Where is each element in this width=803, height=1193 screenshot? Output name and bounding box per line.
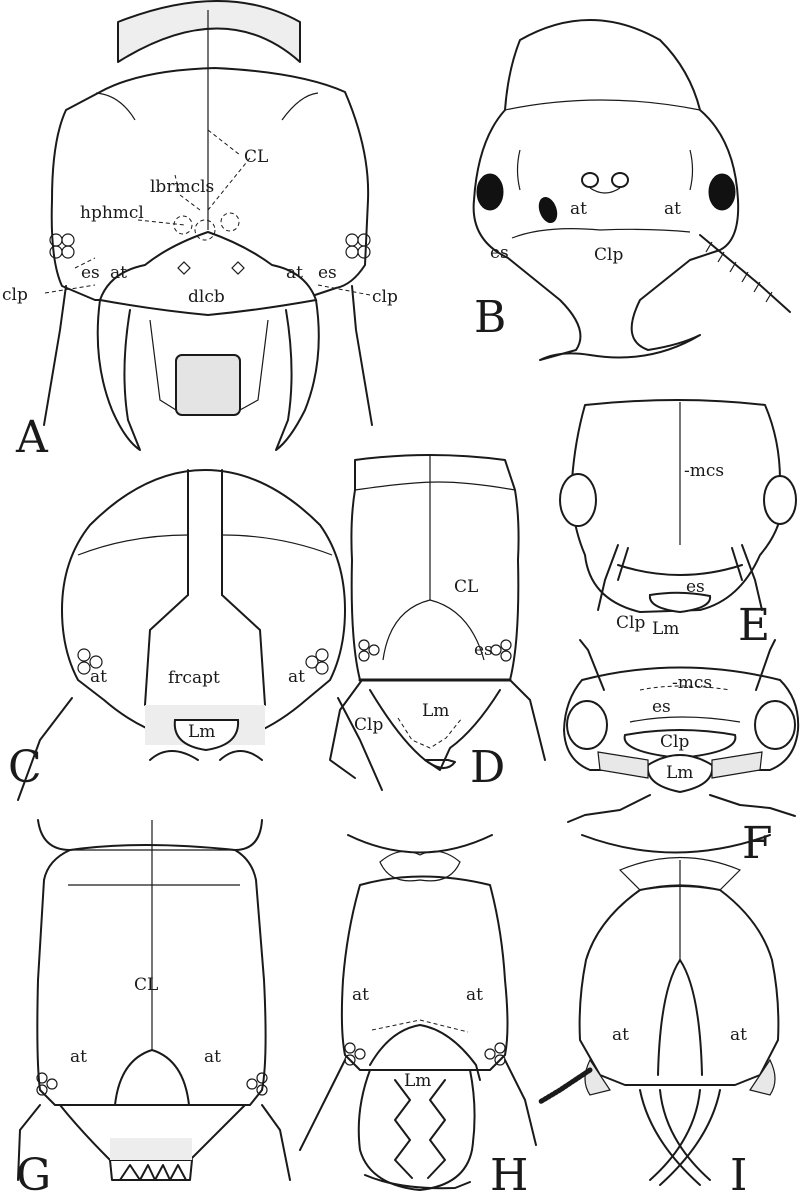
panel-c-label-frcapt: frcapt (168, 668, 220, 688)
panel-e-eye-left (560, 474, 596, 526)
panel-f-label-mcs: -mcs (672, 673, 712, 693)
panel-h-letter: H (490, 1150, 528, 1193)
panel-c-label-lm: Lm (188, 722, 215, 742)
panel-a-collar (118, 1, 300, 62)
panel-f-label-es: es (652, 697, 671, 717)
panel-f-antenna-left (580, 640, 604, 690)
panel-e-head-capsule (572, 400, 783, 612)
panel-c: at frcapt at Lm C (8, 470, 382, 800)
panel-a-letter: A (15, 412, 49, 463)
panel-h-antenna-left (300, 1060, 345, 1150)
panel-a-label-lbrmcls: lbrmcls (150, 177, 214, 197)
panel-a-mandible-left (98, 300, 140, 450)
panel-c-antenna-right (338, 698, 382, 790)
panel-b-head-capsule (474, 20, 739, 360)
panel-a-mandible-right (276, 300, 319, 450)
panel-e: -mcs es Clp Lm E (560, 400, 796, 651)
panel-g-label-cl: CL (134, 975, 158, 995)
panel-h-head-capsule (342, 877, 508, 1071)
panel-g-label-at-right: at (204, 1047, 221, 1067)
panel-d-eye-right (491, 640, 511, 661)
panel-h-label-lm: Lm (404, 1071, 431, 1091)
panel-c-label-at-left: at (90, 667, 107, 687)
panel-i-antenna-left (540, 1070, 590, 1102)
panel-a-label-at-left: at (110, 263, 127, 283)
panel-h-antenna-right (505, 1060, 536, 1145)
panel-a-label-es-left: es (81, 263, 100, 283)
panel-d-label-cl: CL (454, 577, 478, 597)
panel-a-label-hphmcl: hphmcl (80, 203, 144, 223)
panel-c-frons (145, 595, 265, 705)
panel-b-label-at-left: at (570, 199, 587, 219)
panel-a-label-clp-left: clp (2, 285, 28, 305)
panel-h-eye-right (485, 1043, 505, 1065)
panel-a-labium (176, 355, 240, 415)
panel-g: CL at at G (16, 820, 290, 1193)
panel-a-antenna-left (44, 286, 66, 425)
panel-a: CL lbrmcls hphmcl es at at es dlcb clp c… (2, 1, 398, 463)
panel-i-label-at-right: at (730, 1025, 747, 1045)
panel-i-frons (658, 960, 702, 1075)
panel-d-label-es: es (474, 640, 493, 660)
panel-i: at at I (540, 835, 778, 1193)
panel-d-label-lm: Lm (422, 701, 449, 721)
panel-i-head-capsule (580, 886, 779, 1085)
panel-g-letter: G (16, 1150, 51, 1193)
panel-a-antenna-right (352, 286, 372, 425)
panel-i-label-at-left: at (612, 1025, 629, 1045)
panel-a-label-dlcb: dlcb (188, 287, 225, 307)
panel-a-label-cl: CL (244, 147, 268, 167)
panel-f: -mcs es Clp Lm F (564, 640, 798, 869)
panel-b-eye-right (709, 174, 735, 210)
panel-d-eye-left (359, 640, 379, 661)
panel-f-eye-left (567, 701, 607, 749)
panel-c-eye-right (306, 649, 328, 674)
panel-h-eye-left (345, 1043, 365, 1065)
panel-c-letter: C (8, 742, 42, 793)
panel-g-frontoclypeus (115, 1050, 189, 1105)
panel-e-label-lm: Lm (652, 619, 679, 639)
panel-b-antenna-right (700, 235, 790, 312)
panel-i-letter: I (730, 1150, 747, 1193)
panel-b-label-clp: Clp (594, 245, 623, 265)
panel-g-label-at-left: at (70, 1047, 87, 1067)
panel-f-palp-left (568, 795, 650, 822)
panel-d-antenna-right (510, 680, 545, 760)
panel-d-letter: D (470, 742, 505, 793)
panel-b: at at es Clp B (474, 20, 790, 360)
panel-b-letter: B (474, 292, 506, 343)
panel-f-palp-right (710, 795, 795, 816)
panel-e-label-es: es (686, 577, 705, 597)
panel-e-letter: E (738, 600, 770, 651)
panel-d: CL es Clp Lm D (330, 455, 545, 793)
panel-d-label-clp: Clp (354, 715, 383, 735)
panel-a-label-es-right: es (318, 263, 337, 283)
panel-h-label-at-left: at (352, 985, 369, 1005)
panel-c-label-at-right: at (288, 667, 305, 687)
panel-c-head-capsule (62, 470, 345, 745)
panel-a-label-at-right: at (286, 263, 303, 283)
panel-b-label-at-right: at (664, 199, 681, 219)
panel-g-antenna-right (262, 1105, 290, 1180)
panel-e-eye-right (764, 476, 796, 524)
panel-f-label-lm: Lm (666, 763, 693, 783)
panel-e-label-clp: Clp (616, 613, 645, 633)
panel-f-label-clp: Clp (660, 732, 689, 752)
panel-b-eye-left (477, 174, 503, 210)
panel-b-label-es: es (490, 243, 509, 263)
panel-f-eye-right (755, 701, 795, 749)
panel-e-label-mcs: -mcs (684, 461, 724, 481)
panel-a-label-clp-right: clp (372, 287, 398, 307)
panel-b-eyespot-left (536, 195, 560, 225)
panel-h: at at Lm H (300, 835, 536, 1193)
panel-h-label-at-right: at (466, 985, 483, 1005)
